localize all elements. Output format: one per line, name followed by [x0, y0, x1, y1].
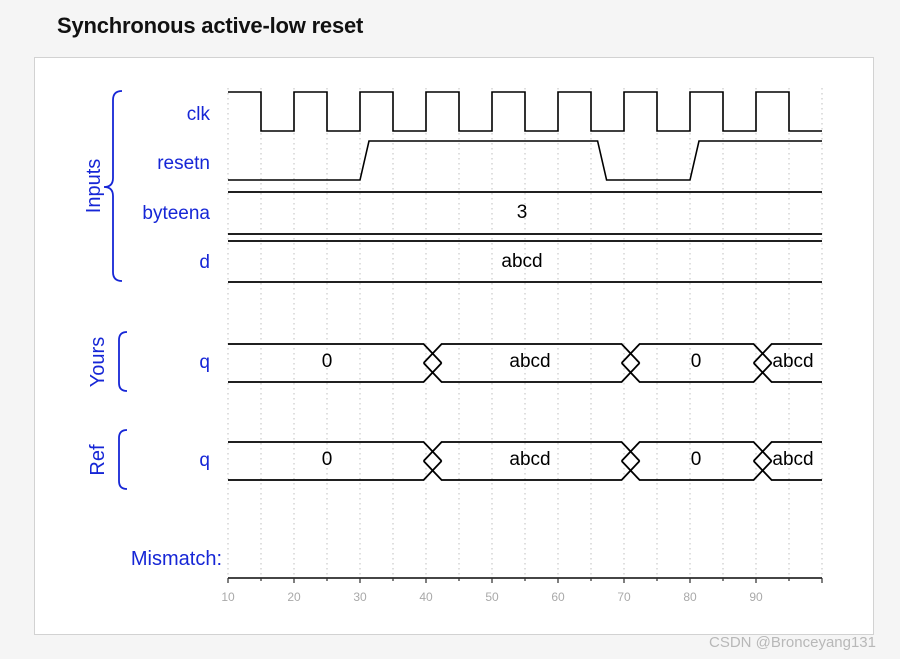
page-title: Synchronous active-low reset	[57, 13, 364, 38]
watermark: CSDN @Bronceyang131	[709, 634, 876, 651]
waveform-panel	[34, 57, 874, 635]
